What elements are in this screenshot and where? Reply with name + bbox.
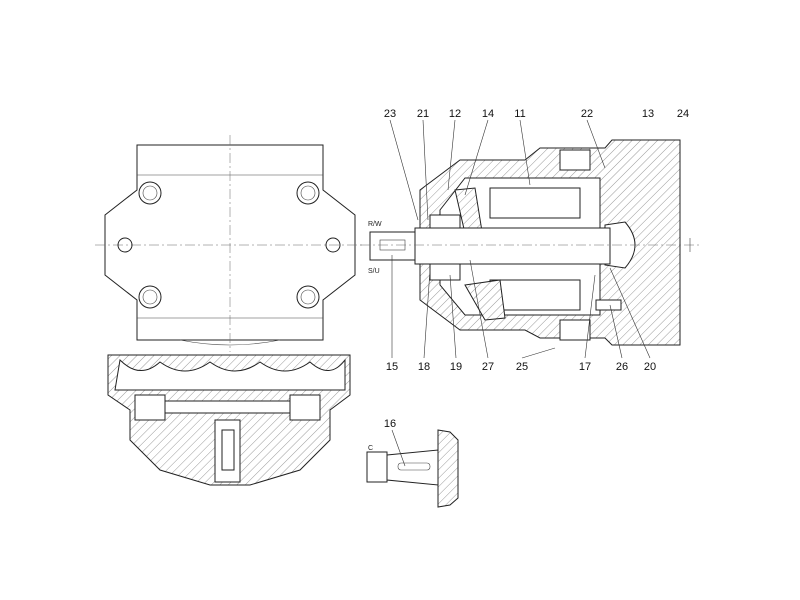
callout-18: 18 — [418, 361, 430, 373]
main-section-view — [360, 139, 700, 346]
front-view — [95, 135, 365, 352]
callout-21: 21 — [417, 108, 429, 120]
callouts-bottom: 15 18 19 27 25 17 26 20 16 — [384, 361, 656, 430]
callout-17: 17 — [579, 361, 591, 373]
callouts-top: 23 21 12 14 11 22 13 24 — [384, 108, 689, 120]
label-su: S/U — [368, 268, 380, 275]
callout-13: 13 — [642, 108, 654, 120]
port-labels: R/W S/U C — [368, 221, 382, 452]
callout-22: 22 — [581, 108, 593, 120]
callout-26: 26 — [616, 361, 628, 373]
leader-lines — [389, 119, 651, 467]
label-rw: R/W — [368, 221, 382, 228]
callout-15: 15 — [386, 361, 398, 373]
callout-25: 25 — [516, 361, 528, 373]
callout-12: 12 — [449, 108, 461, 120]
bolt-hole-icon — [117, 181, 341, 309]
shaft-detail-view — [366, 429, 459, 508]
callout-11: 11 — [514, 108, 525, 120]
label-c: C — [368, 445, 373, 452]
callout-14: 14 — [482, 108, 494, 120]
callout-16: 16 — [384, 418, 396, 430]
callout-24: 24 — [677, 108, 689, 120]
callout-20: 20 — [644, 361, 656, 373]
callout-23: 23 — [384, 108, 396, 120]
section-view-bottom — [107, 354, 351, 486]
callout-19: 19 — [450, 361, 462, 373]
callout-27: 27 — [482, 361, 494, 373]
